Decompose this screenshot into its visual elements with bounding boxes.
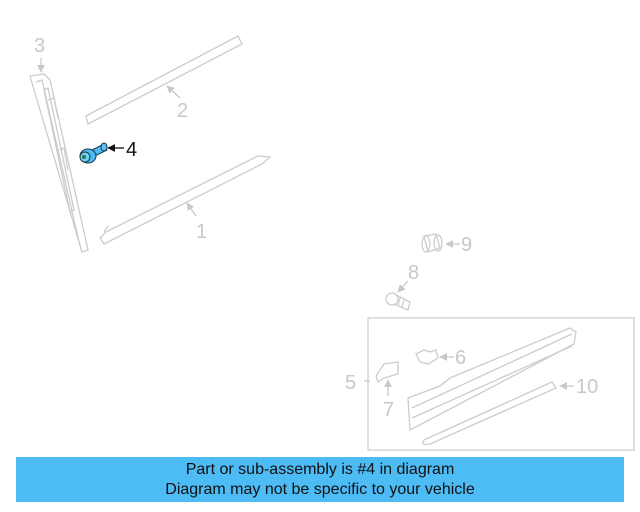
callout-label-9[interactable]: 9 — [461, 234, 472, 256]
info-banner: Part or sub-assembly is #4 in diagram Di… — [16, 457, 624, 502]
banner-line-part-number: Part or sub-assembly is #4 in diagram — [185, 460, 455, 478]
part-2-upper-molding[interactable] — [85, 35, 243, 125]
callout-arrow-1 — [186, 202, 197, 217]
callout-label-10[interactable]: 10 — [576, 376, 598, 398]
callout-label-4[interactable]: 4 — [126, 139, 137, 161]
banner-line-disclaimer: Diagram may not be specific to your vehi… — [165, 480, 475, 498]
part-7-bracket[interactable] — [375, 361, 399, 384]
callout-arrow-2 — [166, 85, 181, 99]
part-9-grommet[interactable] — [421, 233, 443, 253]
callout-arrow-8 — [397, 280, 409, 293]
callout-label-3[interactable]: 3 — [34, 35, 45, 57]
callout-label-2[interactable]: 2 — [177, 100, 188, 122]
part-8-screw[interactable] — [385, 292, 411, 311]
callout-label-8[interactable]: 8 — [408, 262, 419, 284]
callout-label-6[interactable]: 6 — [455, 347, 466, 369]
part-3-pillar-molding[interactable] — [29, 73, 89, 253]
callout-label-5[interactable]: 5 — [345, 372, 356, 394]
part-1-lower-molding[interactable] — [99, 155, 272, 245]
part-6-clip[interactable] — [415, 349, 439, 365]
part-10-lower-strip[interactable] — [422, 381, 557, 446]
door-molding-panel[interactable] — [407, 327, 577, 432]
part-4-bolt-highlighted[interactable] — [79, 142, 108, 164]
callout-label-7[interactable]: 7 — [383, 399, 394, 421]
callout-label-1[interactable]: 1 — [196, 221, 207, 243]
part-5-assembly-box[interactable] — [367, 317, 635, 451]
